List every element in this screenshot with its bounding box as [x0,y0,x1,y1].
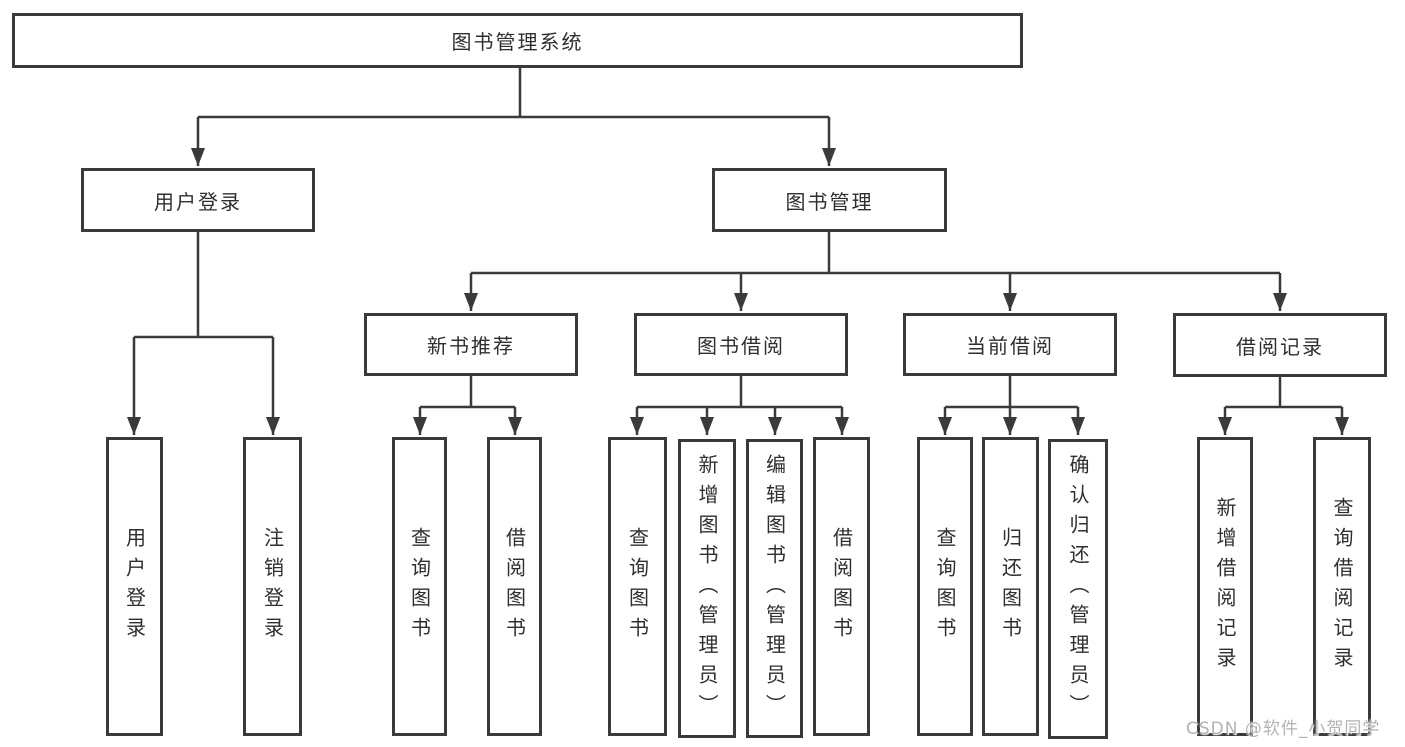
node-add-books-admin: 新增图书（管理员） [678,439,736,738]
node-label: 查询借阅记录 [1330,496,1354,677]
node-label: 新增借阅记录 [1213,496,1237,677]
node-current-borrowing: 当前借阅 [903,313,1117,376]
node-borrowing-records: 借阅记录 [1173,313,1387,377]
node-label: 新增图书（管理员） [695,453,719,724]
node-label: 图书管理 [785,189,874,214]
node-label: 查询图书 [407,526,432,647]
node-user-login-leaf: 用户登录 [106,437,163,736]
node-edit-books-admin: 编辑图书（管理员） [746,439,803,738]
node-book-borrowing: 图书借阅 [634,313,848,376]
node-query-books-2: 查询图书 [608,437,667,736]
node-label: 当前借阅 [966,334,1054,358]
node-label: 借阅图书 [829,526,854,647]
node-label: 用户登录 [154,189,242,214]
node-library-management-system: 图书管理系统 [12,13,1023,68]
node-borrow-books-2: 借阅图书 [813,437,870,736]
node-add-borrow-record: 新增借阅记录 [1197,437,1253,736]
node-query-books-3: 查询图书 [917,437,973,736]
node-confirm-return-admin: 确认归还（管理员） [1048,439,1108,739]
node-label: 图书借阅 [697,334,785,358]
connector-group [127,68,1349,435]
node-book-management: 图书管理 [712,168,947,232]
node-return-books: 归还图书 [982,437,1039,736]
node-label: 确认归还（管理员） [1066,454,1090,724]
node-user-login: 用户登录 [81,168,315,232]
node-label: 注销登录 [260,526,285,647]
node-label: 借阅记录 [1236,334,1324,359]
node-label: 借阅图书 [502,526,527,647]
node-label: 新书推荐 [427,334,515,358]
csdn-watermark: CSDN @软件_小贺同学 [1186,719,1381,739]
node-label: 编辑图书（管理员） [762,453,787,724]
node-label: 查询图书 [625,526,650,647]
node-borrow-books-1: 借阅图书 [487,437,542,736]
node-query-borrow-record: 查询借阅记录 [1313,437,1371,736]
node-logout: 注销登录 [243,437,302,736]
node-label: 查询图书 [933,526,957,647]
node-label: 用户登录 [122,526,147,647]
node-label: 归还图书 [998,526,1023,647]
node-query-books-1: 查询图书 [392,437,447,736]
node-label: 图书管理系统 [451,30,584,54]
node-new-book-recommend: 新书推荐 [364,313,578,376]
